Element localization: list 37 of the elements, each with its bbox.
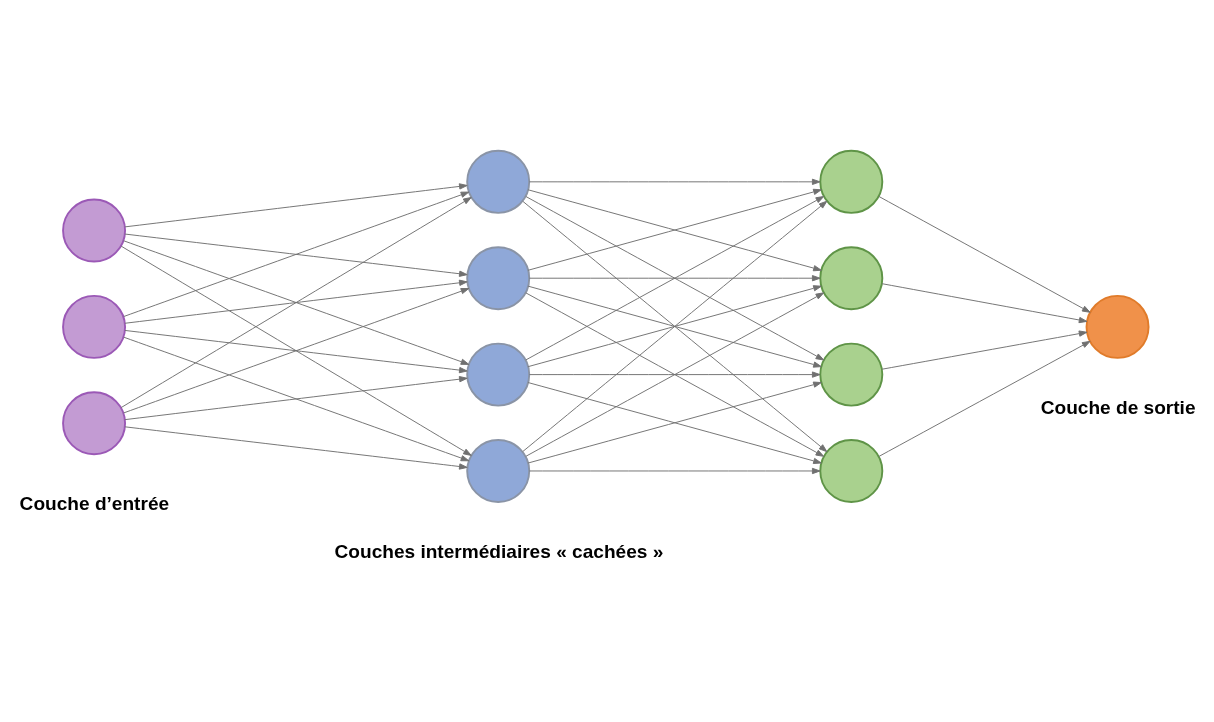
node-circle xyxy=(62,391,127,456)
label: Couche de sortie xyxy=(1040,396,1196,418)
arrow xyxy=(124,376,468,421)
label: Couches intermédiaires « cachées » xyxy=(334,540,664,562)
arrow xyxy=(123,191,470,318)
arrow xyxy=(525,292,825,457)
arrow xyxy=(528,178,821,185)
node-circle xyxy=(466,149,531,214)
arrow xyxy=(881,330,1088,370)
node-circle xyxy=(819,342,884,407)
arrow xyxy=(123,240,470,365)
arrow xyxy=(124,279,468,324)
arrow xyxy=(124,426,468,470)
arrow xyxy=(528,467,821,475)
node-circle xyxy=(62,198,127,263)
arrow xyxy=(878,195,1091,313)
arrow xyxy=(528,275,821,282)
label: Couche d’entrée xyxy=(19,493,170,515)
node-circle xyxy=(466,246,531,311)
node-circle xyxy=(62,294,127,359)
arrow xyxy=(120,196,472,409)
arrow xyxy=(878,340,1091,457)
arrow xyxy=(123,288,470,414)
arrow xyxy=(124,183,468,228)
node-circle xyxy=(1085,294,1150,359)
arrow xyxy=(528,371,821,378)
node-circle xyxy=(466,342,531,407)
arrow xyxy=(124,233,468,277)
arrow xyxy=(527,285,822,368)
arrow xyxy=(123,336,470,462)
arrow xyxy=(522,200,828,453)
node-circle xyxy=(819,246,884,311)
arrow xyxy=(124,329,468,374)
arrow xyxy=(881,283,1088,324)
arrow xyxy=(120,245,472,456)
arrow xyxy=(525,196,825,361)
node-circle xyxy=(466,439,531,503)
